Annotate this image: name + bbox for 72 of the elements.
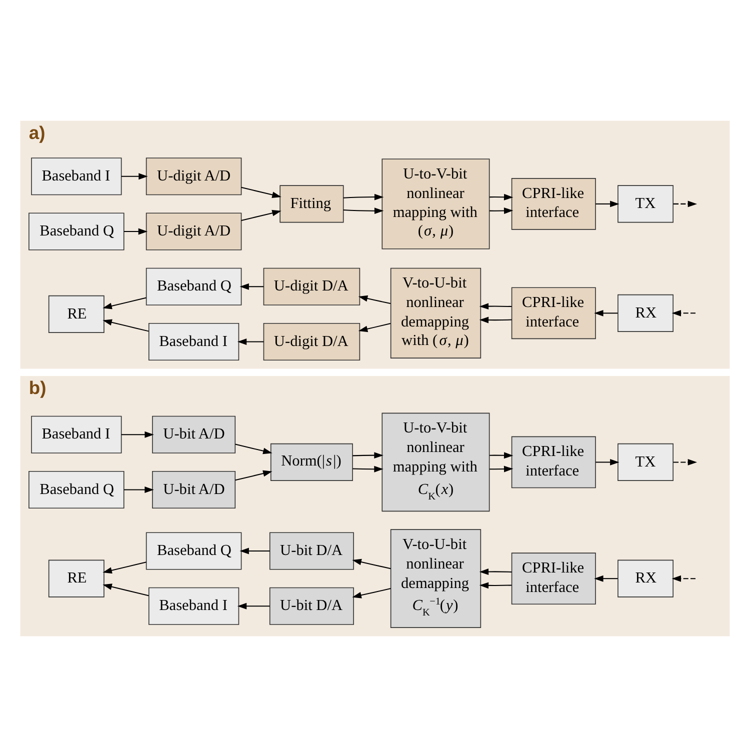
arrow <box>240 547 270 554</box>
node-box: Baseband I <box>148 322 240 360</box>
arrow <box>479 316 512 323</box>
node-box: Baseband I <box>31 415 122 453</box>
arrow <box>235 470 272 480</box>
node-box: V-to-U-bit nonlinear demapping C$_{K}$$^{−1}$(y) <box>390 528 482 628</box>
node-box: TX <box>618 442 674 480</box>
arrow <box>237 338 264 344</box>
arrow <box>102 296 146 309</box>
arrow <box>490 207 514 214</box>
arrow <box>358 294 391 304</box>
node-box: Baseband Q <box>28 212 124 250</box>
arrow <box>672 309 696 316</box>
arrow <box>490 193 514 200</box>
node-box: V-to-U-bit nonlinear demapping with (σ, μ) <box>390 267 482 358</box>
arrow <box>237 602 270 609</box>
node-box: Baseband Q <box>28 470 124 508</box>
node-box: CPRI-like interface <box>511 552 596 604</box>
arrow <box>121 430 154 438</box>
arrow <box>596 458 620 465</box>
node-box: U-bit A/D <box>152 470 236 508</box>
arrow <box>352 452 384 458</box>
arrow <box>352 465 384 472</box>
node-box: RE <box>48 294 104 332</box>
node-box: RX <box>618 559 674 597</box>
arrow <box>121 172 148 180</box>
arrow <box>673 200 698 207</box>
node-box: U-bit D/A <box>269 532 354 570</box>
arrow <box>241 209 282 220</box>
arrow <box>479 568 512 574</box>
arrow <box>102 583 149 596</box>
node-box: Baseband I <box>31 157 122 195</box>
arrow <box>102 561 146 574</box>
arrow <box>594 309 618 316</box>
node-box: RE <box>48 559 104 597</box>
node-box: U-digit D/A <box>263 322 360 360</box>
arrow <box>352 558 391 569</box>
node-box: Baseband Q <box>146 532 242 570</box>
node-box: CPRI-like interface <box>511 436 596 488</box>
arrow <box>124 486 154 492</box>
arrow <box>672 574 696 582</box>
arrow <box>343 193 384 200</box>
arrow <box>124 228 148 234</box>
arrow <box>490 452 514 458</box>
arrow <box>594 574 618 582</box>
node-box: RX <box>618 294 674 332</box>
arrow <box>358 322 391 332</box>
node-box: Norm(|s|) <box>270 442 353 480</box>
arrow <box>102 318 149 332</box>
node-box: U-bit A/D <box>152 415 236 453</box>
node-box: Baseband Q <box>146 267 242 305</box>
node-box: Baseband I <box>148 586 240 624</box>
node-box: U-digit D/A <box>263 267 360 305</box>
node-box: U-digit A/D <box>146 212 242 250</box>
node-box: U-to-V-bit nonlinear mapping with (σ, μ) <box>382 158 490 249</box>
arrow <box>352 588 391 598</box>
node-box: CPRI-like interface <box>511 286 596 339</box>
arrow <box>235 443 272 454</box>
arrow <box>343 207 384 214</box>
arrow <box>596 200 620 207</box>
node-box: U-to-V-bit nonlinear mapping with C$_{K}$(x) <box>382 412 490 512</box>
arrow <box>241 186 282 198</box>
arrow <box>490 465 514 472</box>
arrow <box>240 282 264 290</box>
node-box: U-bit D/A <box>269 586 354 624</box>
arrow <box>479 582 512 588</box>
node-box: CPRI-like interface <box>511 178 596 230</box>
node-box: U-digit A/D <box>146 157 242 195</box>
arrow <box>673 458 698 465</box>
arrow <box>479 302 512 310</box>
node-box: TX <box>618 184 674 222</box>
node-box: Fitting <box>280 184 344 222</box>
